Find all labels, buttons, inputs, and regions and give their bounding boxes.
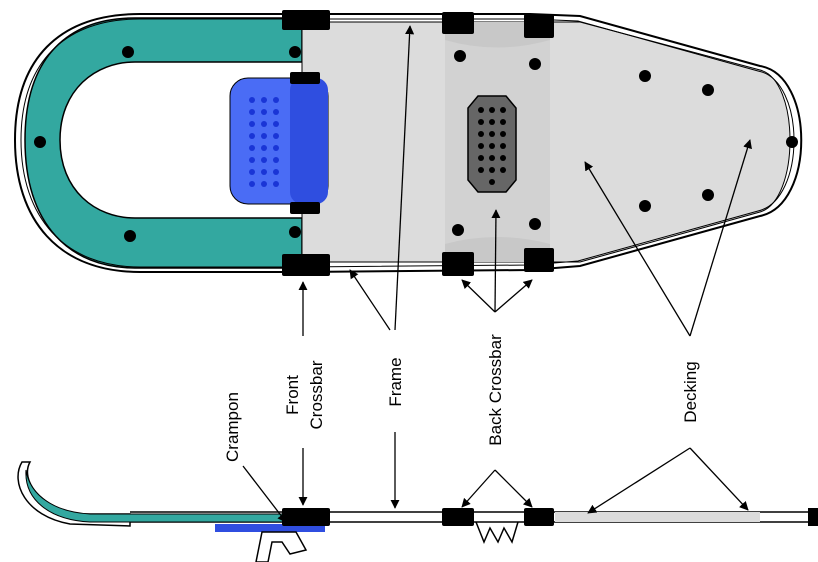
tail-binding — [24, 17, 303, 269]
label-front-crossbar-line1: Front — [283, 375, 302, 415]
tail-binding-side — [25, 469, 286, 523]
leader-lines — [242, 25, 752, 523]
side-view — [17, 461, 818, 562]
frame-top-view — [13, 13, 803, 273]
label-frame: Frame — [386, 357, 405, 406]
decking-side — [555, 512, 760, 522]
label-front-crossbar-line2: Crossbar — [307, 360, 326, 429]
frame-top-view-inner — [20, 18, 795, 268]
crampon-plate-side — [290, 78, 328, 204]
cleat-holes — [478, 107, 506, 185]
label-crampon: Crampon — [223, 392, 242, 462]
crampon-holes — [249, 97, 279, 187]
crampon-tooth — [255, 531, 308, 562]
frame-clamps-top — [282, 10, 554, 276]
label-back-crossbar: Back Crossbar — [486, 334, 505, 446]
labels: Crampon Front Crossbar Frame Back Crossb… — [223, 334, 700, 462]
cleat-teeth — [475, 521, 519, 544]
crampon-side — [215, 524, 325, 532]
frame-clamps-side — [282, 508, 818, 526]
top-view — [13, 10, 803, 276]
rivets — [34, 46, 798, 242]
label-decking: Decking — [681, 361, 700, 422]
